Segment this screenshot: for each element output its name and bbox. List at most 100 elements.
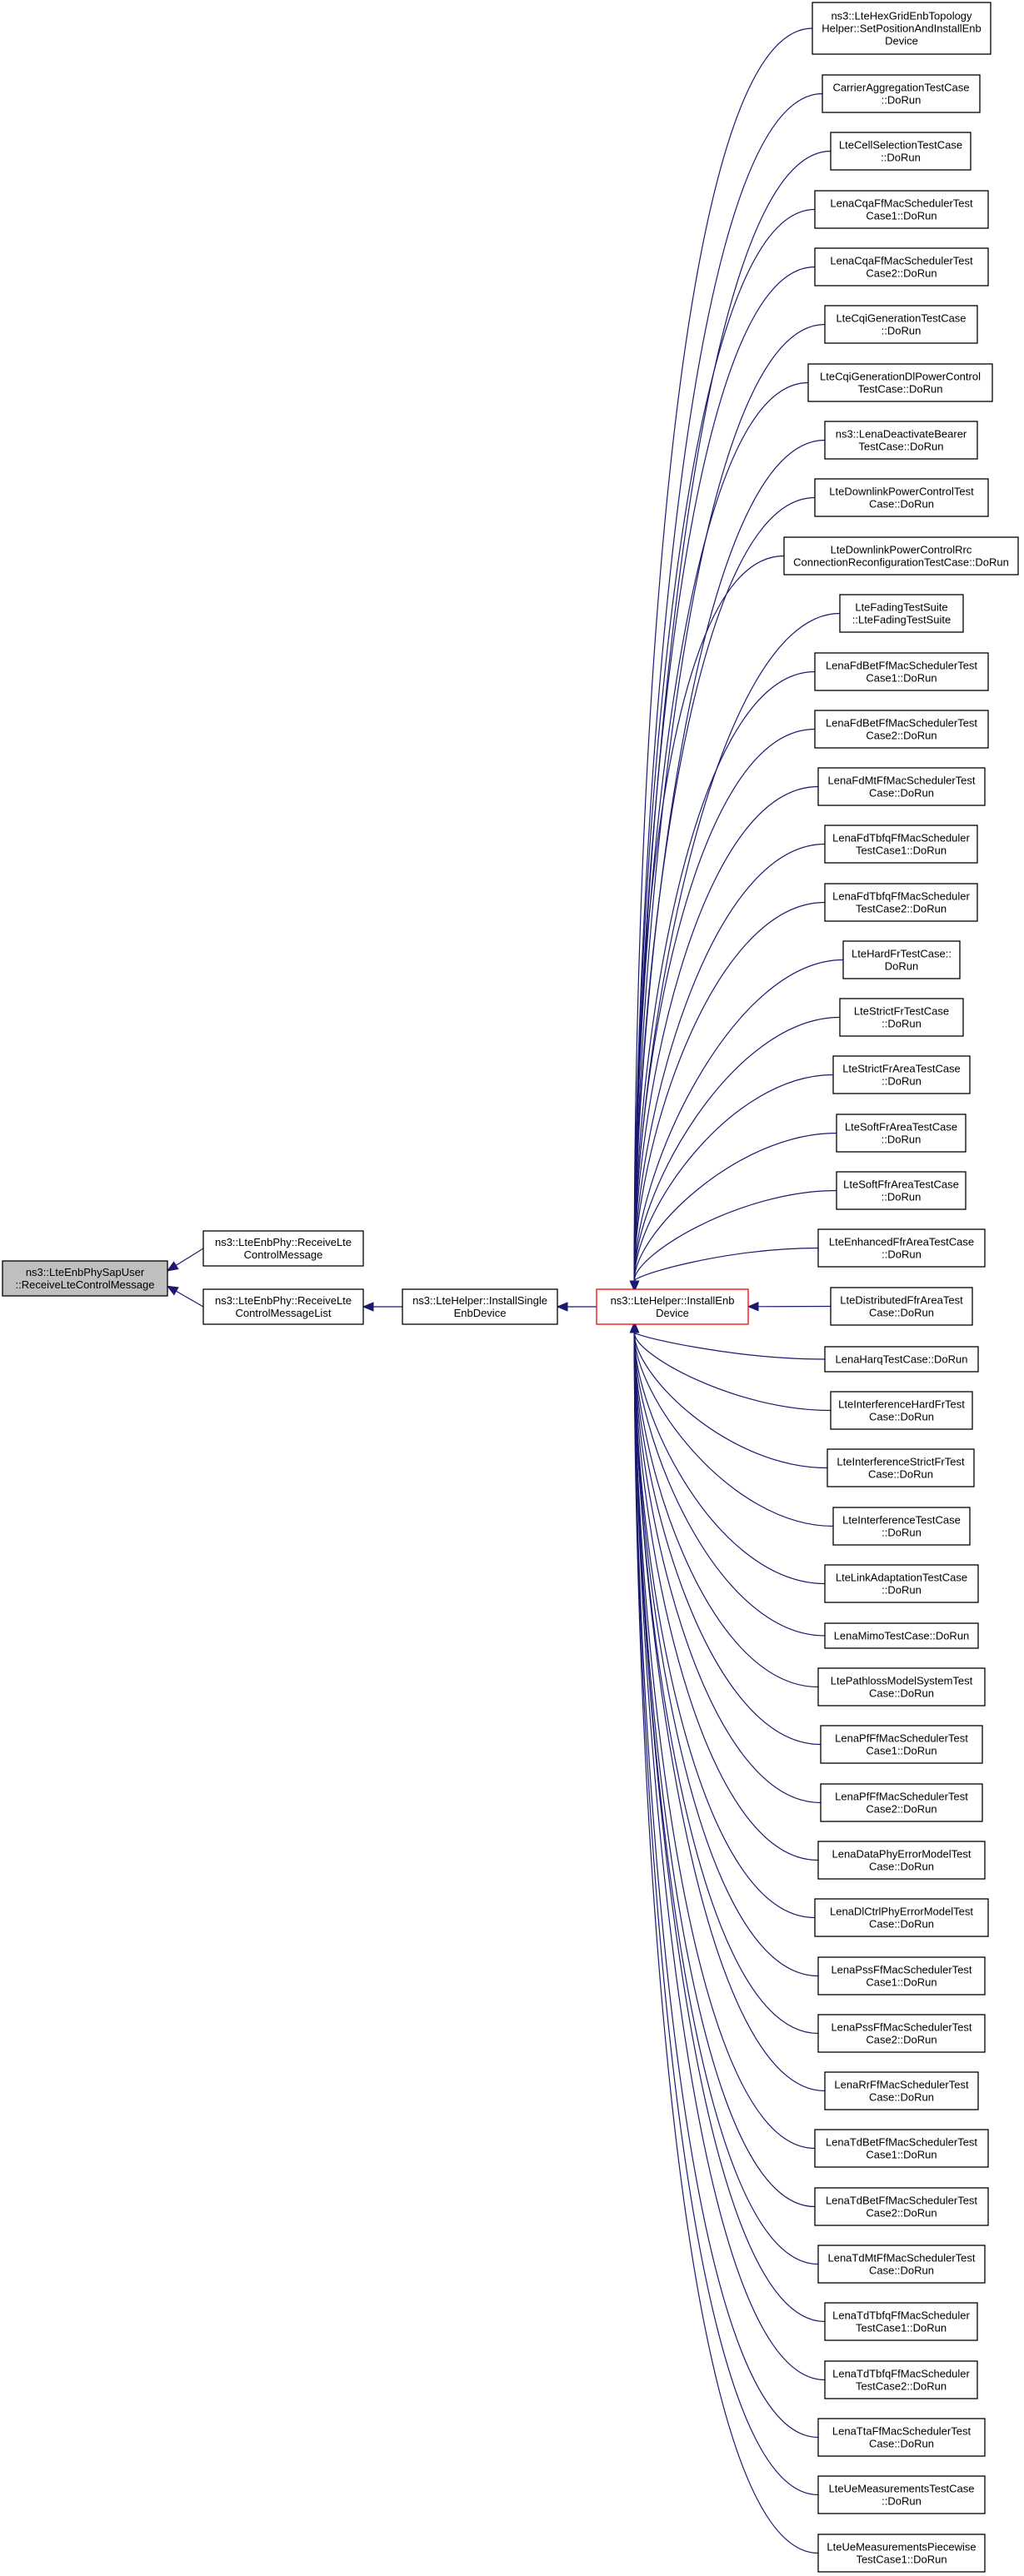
node-caller-44-label: TestCase1::DoRun	[856, 2554, 947, 2566]
node-caller-22-box	[830, 1287, 973, 1326]
node-caller-21[interactable]: LteEnhancedFfrAreaTestCase::DoRun	[817, 1228, 986, 1268]
node-caller-33-label: LenaDlCtrlPhyErrorModelTest	[830, 1906, 973, 1918]
node-receive-lte-control-message-label: ::ReceiveLteControlMessage	[16, 1278, 155, 1291]
node-caller-19-box	[836, 1114, 967, 1153]
node-caller-9[interactable]: LteDownlinkPowerControlRrcConnectionReco…	[783, 536, 1019, 575]
node-install-enb-device-label: Device	[656, 1307, 689, 1319]
node-caller-5[interactable]: LteCqiGenerationTestCase::DoRun	[824, 305, 978, 344]
node-caller-44[interactable]: LteUeMeasurementsPiecewiseTestCase1::DoR…	[817, 2534, 986, 2573]
node-caller-13-label: Case::DoRun	[869, 787, 934, 800]
node-caller-14-label: TestCase1::DoRun	[856, 845, 947, 857]
edge-caller-11	[633, 670, 816, 1282]
node-caller-7-label: ns3::LenaDeactivateBearer	[836, 428, 967, 441]
node-caller-9-box	[783, 536, 1019, 575]
edge-caller-25	[633, 1332, 828, 1469]
node-caller-21-label: LteEnhancedFfrAreaTestCase	[829, 1236, 974, 1248]
edge-caller-8	[633, 496, 816, 1282]
node-caller-20-label: ::DoRun	[882, 1191, 922, 1203]
edge-caller-15	[633, 901, 826, 1282]
node-caller-39-box	[817, 2245, 986, 2284]
node-caller-9-label: ConnectionReconfigurationTestCase::DoRun	[793, 556, 1009, 569]
node-caller-18[interactable]: LteStrictFrAreaTestCase::DoRun	[832, 1055, 971, 1094]
node-caller-0-box	[812, 2, 992, 55]
node-caller-10[interactable]: LteFadingTestSuite::LteFadingTestSuite	[839, 594, 964, 633]
node-caller-43-box	[817, 2475, 986, 2514]
node-caller-20[interactable]: LteSoftFfrAreaTestCase::DoRun	[836, 1171, 967, 1210]
node-caller-28[interactable]: LenaMimoTestCase::DoRun	[824, 1622, 979, 1649]
node-caller-35-label: Case2::DoRun	[866, 2034, 937, 2046]
node-caller-35-box	[817, 2014, 986, 2053]
node-caller-14-box	[824, 825, 978, 864]
node-caller-1-label: CarrierAggregationTestCase	[832, 82, 969, 94]
node-caller-10-label: ::LteFadingTestSuite	[852, 614, 952, 626]
node-caller-6[interactable]: LteCqiGenerationDlPowerControlTestCase::…	[807, 363, 993, 402]
node-caller-5-label: ::DoRun	[882, 325, 922, 337]
node-caller-14-label: LenaFdTbfqFfMacScheduler	[832, 832, 970, 845]
node-receive-lte-control-message[interactable]: ns3::LteEnbPhySapUser::ReceiveLteControl…	[2, 1260, 168, 1297]
node-caller-26[interactable]: LteInterferenceTestCase::DoRun	[832, 1507, 971, 1546]
node-caller-17[interactable]: LteStrictFrTestCase::DoRun	[839, 998, 964, 1037]
node-enbphy-receive-control-message[interactable]: ns3::LteEnbPhy::ReceiveLteControlMessage	[202, 1230, 364, 1267]
node-enbphy-receive-control-message-box	[202, 1230, 364, 1267]
edge-caller-44-arrowhead	[629, 1321, 640, 1333]
node-caller-2[interactable]: LteCellSelectionTestCase::DoRun	[830, 132, 972, 171]
node-caller-38-label: LenaTdBetFfMacSchedulerTest	[826, 2195, 977, 2207]
node-caller-1[interactable]: CarrierAggregationTestCase::DoRun	[822, 74, 981, 113]
node-caller-16[interactable]: LteHardFrTestCase::DoRun	[842, 940, 961, 979]
edge-caller-44	[633, 1332, 819, 2554]
node-caller-40-label: TestCase1::DoRun	[856, 2322, 947, 2334]
node-caller-43[interactable]: LteUeMeasurementsTestCase::DoRun	[817, 2475, 986, 2514]
node-caller-0-label: Device	[885, 35, 918, 47]
node-caller-12-box	[814, 710, 989, 749]
node-caller-0[interactable]: ns3::LteHexGridEnbTopologyHelper::SetPos…	[812, 2, 992, 55]
node-caller-16-label: LteHardFrTestCase::	[852, 948, 952, 960]
node-caller-19-label: LteSoftFrAreaTestCase	[845, 1121, 957, 1134]
node-caller-25-label: Case::DoRun	[868, 1468, 933, 1481]
node-caller-33-label: Case::DoRun	[869, 1918, 934, 1931]
node-caller-44-label: LteUeMeasurementsPiecewise	[827, 2541, 976, 2554]
node-caller-38-box	[814, 2187, 989, 2226]
node-caller-6-label: TestCase::DoRun	[858, 383, 943, 396]
edge-caller-19	[633, 1132, 837, 1282]
node-caller-0-label: ns3::LteHexGridEnbTopology	[831, 10, 972, 22]
node-caller-11-label: Case1::DoRun	[866, 672, 937, 685]
node-caller-23[interactable]: LenaHarqTestCase::DoRun	[824, 1346, 979, 1373]
node-caller-19[interactable]: LteSoftFrAreaTestCase::DoRun	[836, 1114, 967, 1153]
node-caller-31-label: Case2::DoRun	[866, 1803, 937, 1816]
node-install-enb-device-label: ns3::LteHelper::InstallEnb	[611, 1294, 735, 1307]
node-caller-17-label: ::DoRun	[882, 1018, 922, 1030]
node-caller-27[interactable]: LteLinkAdaptationTestCase::DoRun	[824, 1564, 979, 1603]
edge-caller-27	[633, 1332, 826, 1585]
node-caller-10-box	[839, 594, 964, 633]
node-enbphy-receive-control-message-list[interactable]: ns3::LteEnbPhy::ReceiveLteControlMessage…	[202, 1288, 364, 1325]
